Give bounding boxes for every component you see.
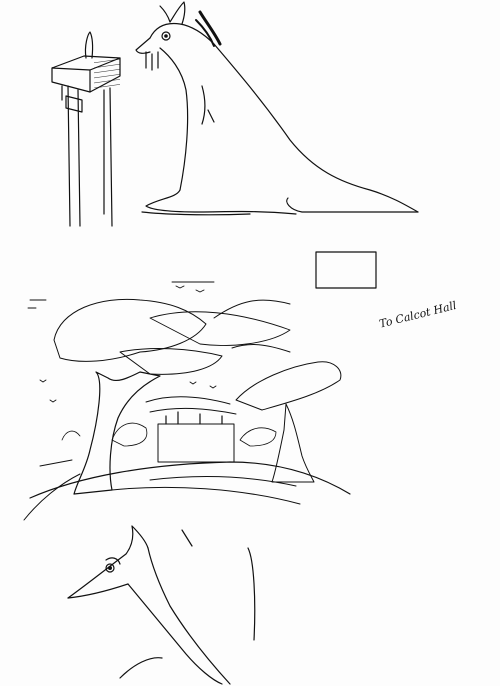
pillar-sketch (51, 31, 121, 227)
kangaroo-sketch (135, 1, 419, 216)
blank-rectangle (315, 251, 377, 289)
landscape-sketch (23, 281, 351, 521)
fox-sketch (67, 525, 256, 685)
